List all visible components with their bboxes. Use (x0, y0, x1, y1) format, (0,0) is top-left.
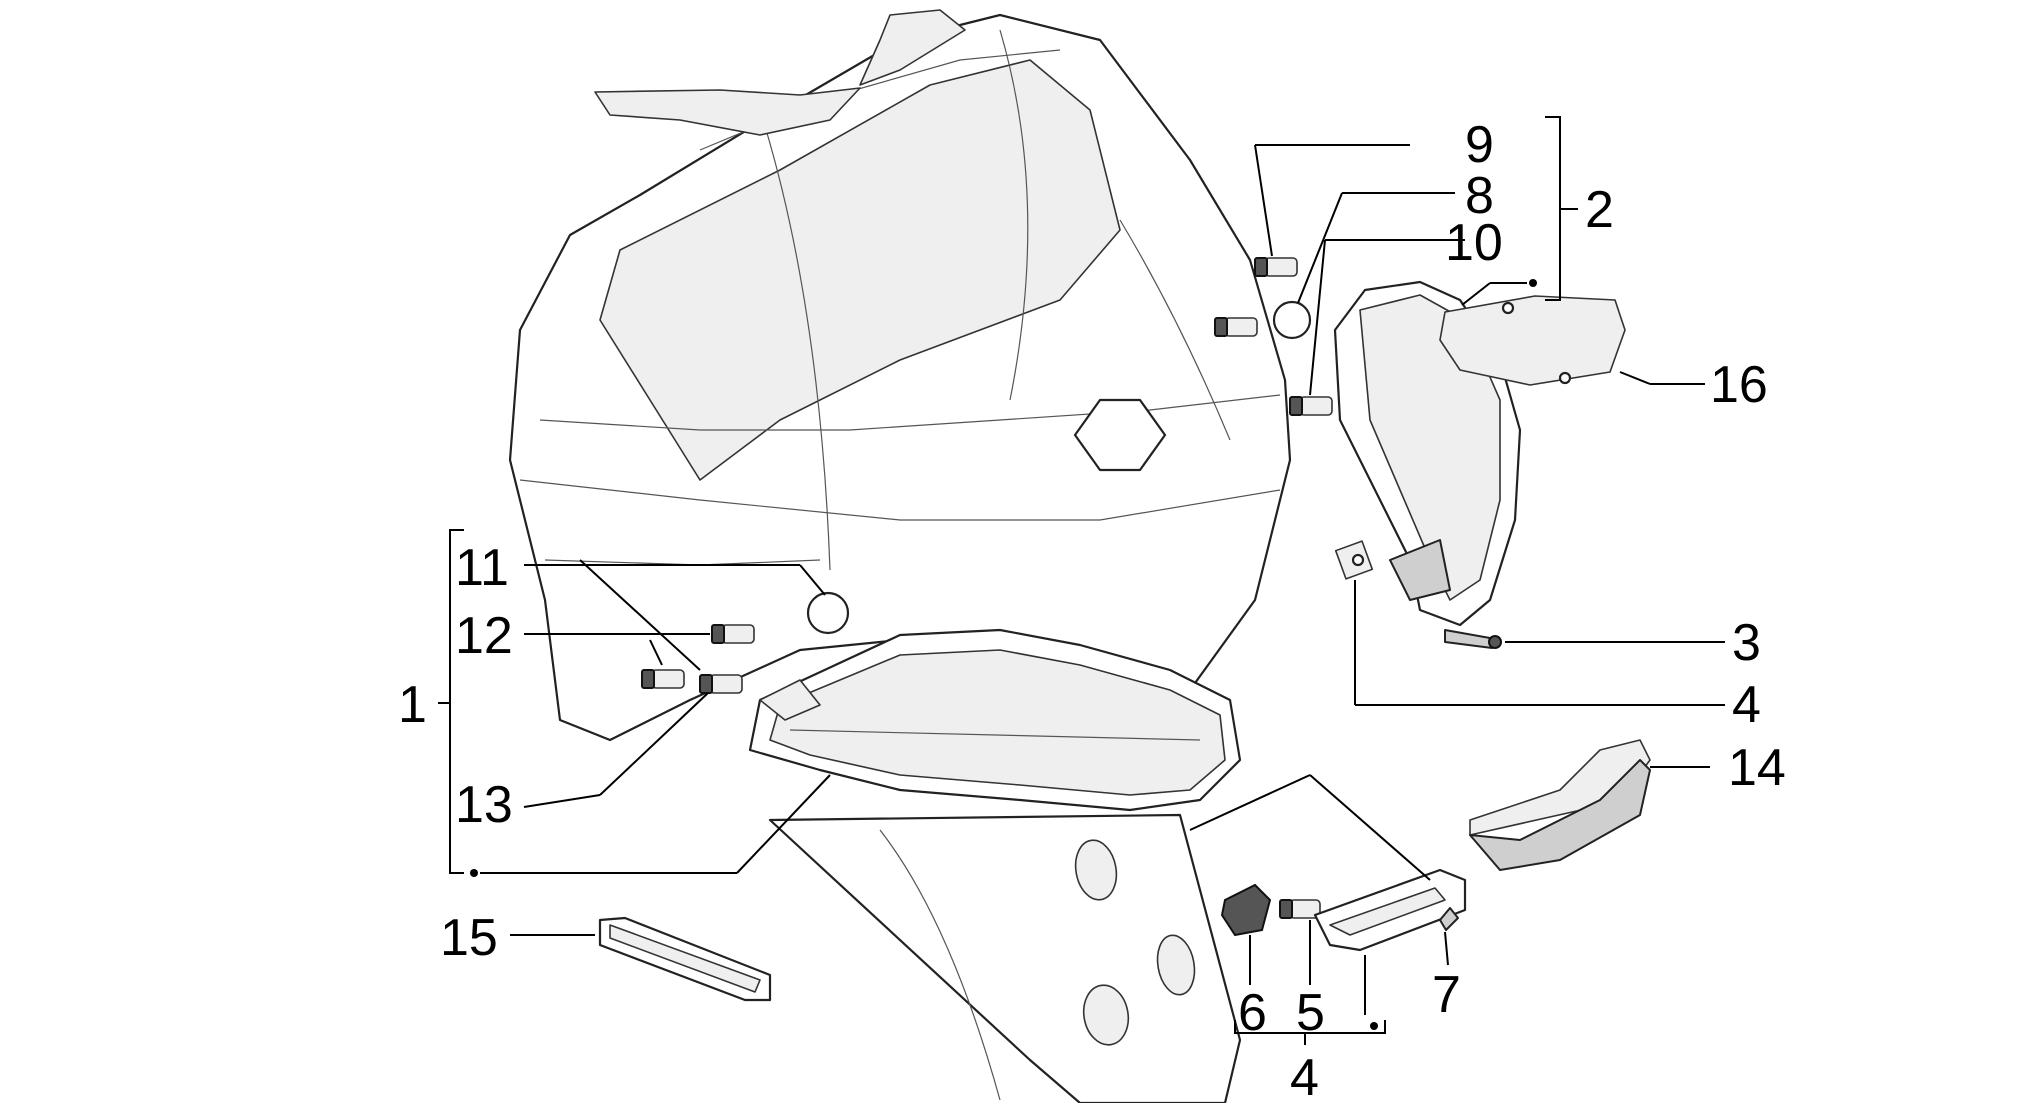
bulbs-left (641, 591, 850, 694)
reflector-15 (598, 916, 772, 1002)
label-14: 14 (1728, 739, 1786, 797)
callout-labels: 1 2 3 4 4 5 6 7 8 9 10 11 12 13 14 15 16 (398, 116, 1786, 1107)
screw-7 (1439, 907, 1459, 931)
label-7: 7 (1432, 966, 1461, 1024)
bulbs-right (1214, 257, 1333, 416)
label-4a: 4 (1732, 676, 1761, 734)
bulb-12 (711, 624, 755, 644)
bulb-13 (699, 674, 743, 694)
grab-rail (594, 9, 966, 136)
bulb-8b (1214, 317, 1258, 337)
rear-fender (768, 813, 1242, 1105)
rear-body-cover (508, 13, 1292, 742)
bulb-extra (641, 669, 685, 689)
label-8: 8 (1465, 167, 1494, 225)
label-1: 1 (398, 676, 427, 734)
hex-emblem (1073, 398, 1167, 472)
clip-4 (1334, 540, 1374, 580)
label-12: 12 (455, 607, 513, 665)
socket-6 (1220, 883, 1272, 937)
label-10: 10 (1445, 214, 1503, 272)
bulb-8 (1272, 300, 1312, 340)
label-5: 5 (1296, 984, 1325, 1042)
bulb-11 (806, 591, 850, 635)
label-2: 2 (1585, 181, 1614, 239)
screw-3 (1444, 629, 1502, 649)
tail-light-center (748, 628, 1242, 812)
bulb-10 (1289, 396, 1333, 416)
leader-lines (438, 116, 1725, 1045)
label-9: 9 (1465, 116, 1494, 174)
plate-light-group (1220, 868, 1467, 952)
label-11: 11 (455, 539, 509, 597)
bulb-9 (1254, 257, 1298, 277)
reflector-14 (1469, 739, 1651, 871)
plate-lamp-housing (1313, 868, 1467, 952)
lens-16 (1439, 295, 1626, 386)
label-4b: 4 (1290, 1049, 1319, 1103)
label-16: 16 (1710, 356, 1768, 414)
label-13: 13 (455, 776, 513, 834)
label-15: 15 (440, 909, 498, 967)
bulb-5 (1279, 899, 1321, 919)
label-6: 6 (1238, 984, 1267, 1042)
label-3: 3 (1732, 614, 1761, 672)
